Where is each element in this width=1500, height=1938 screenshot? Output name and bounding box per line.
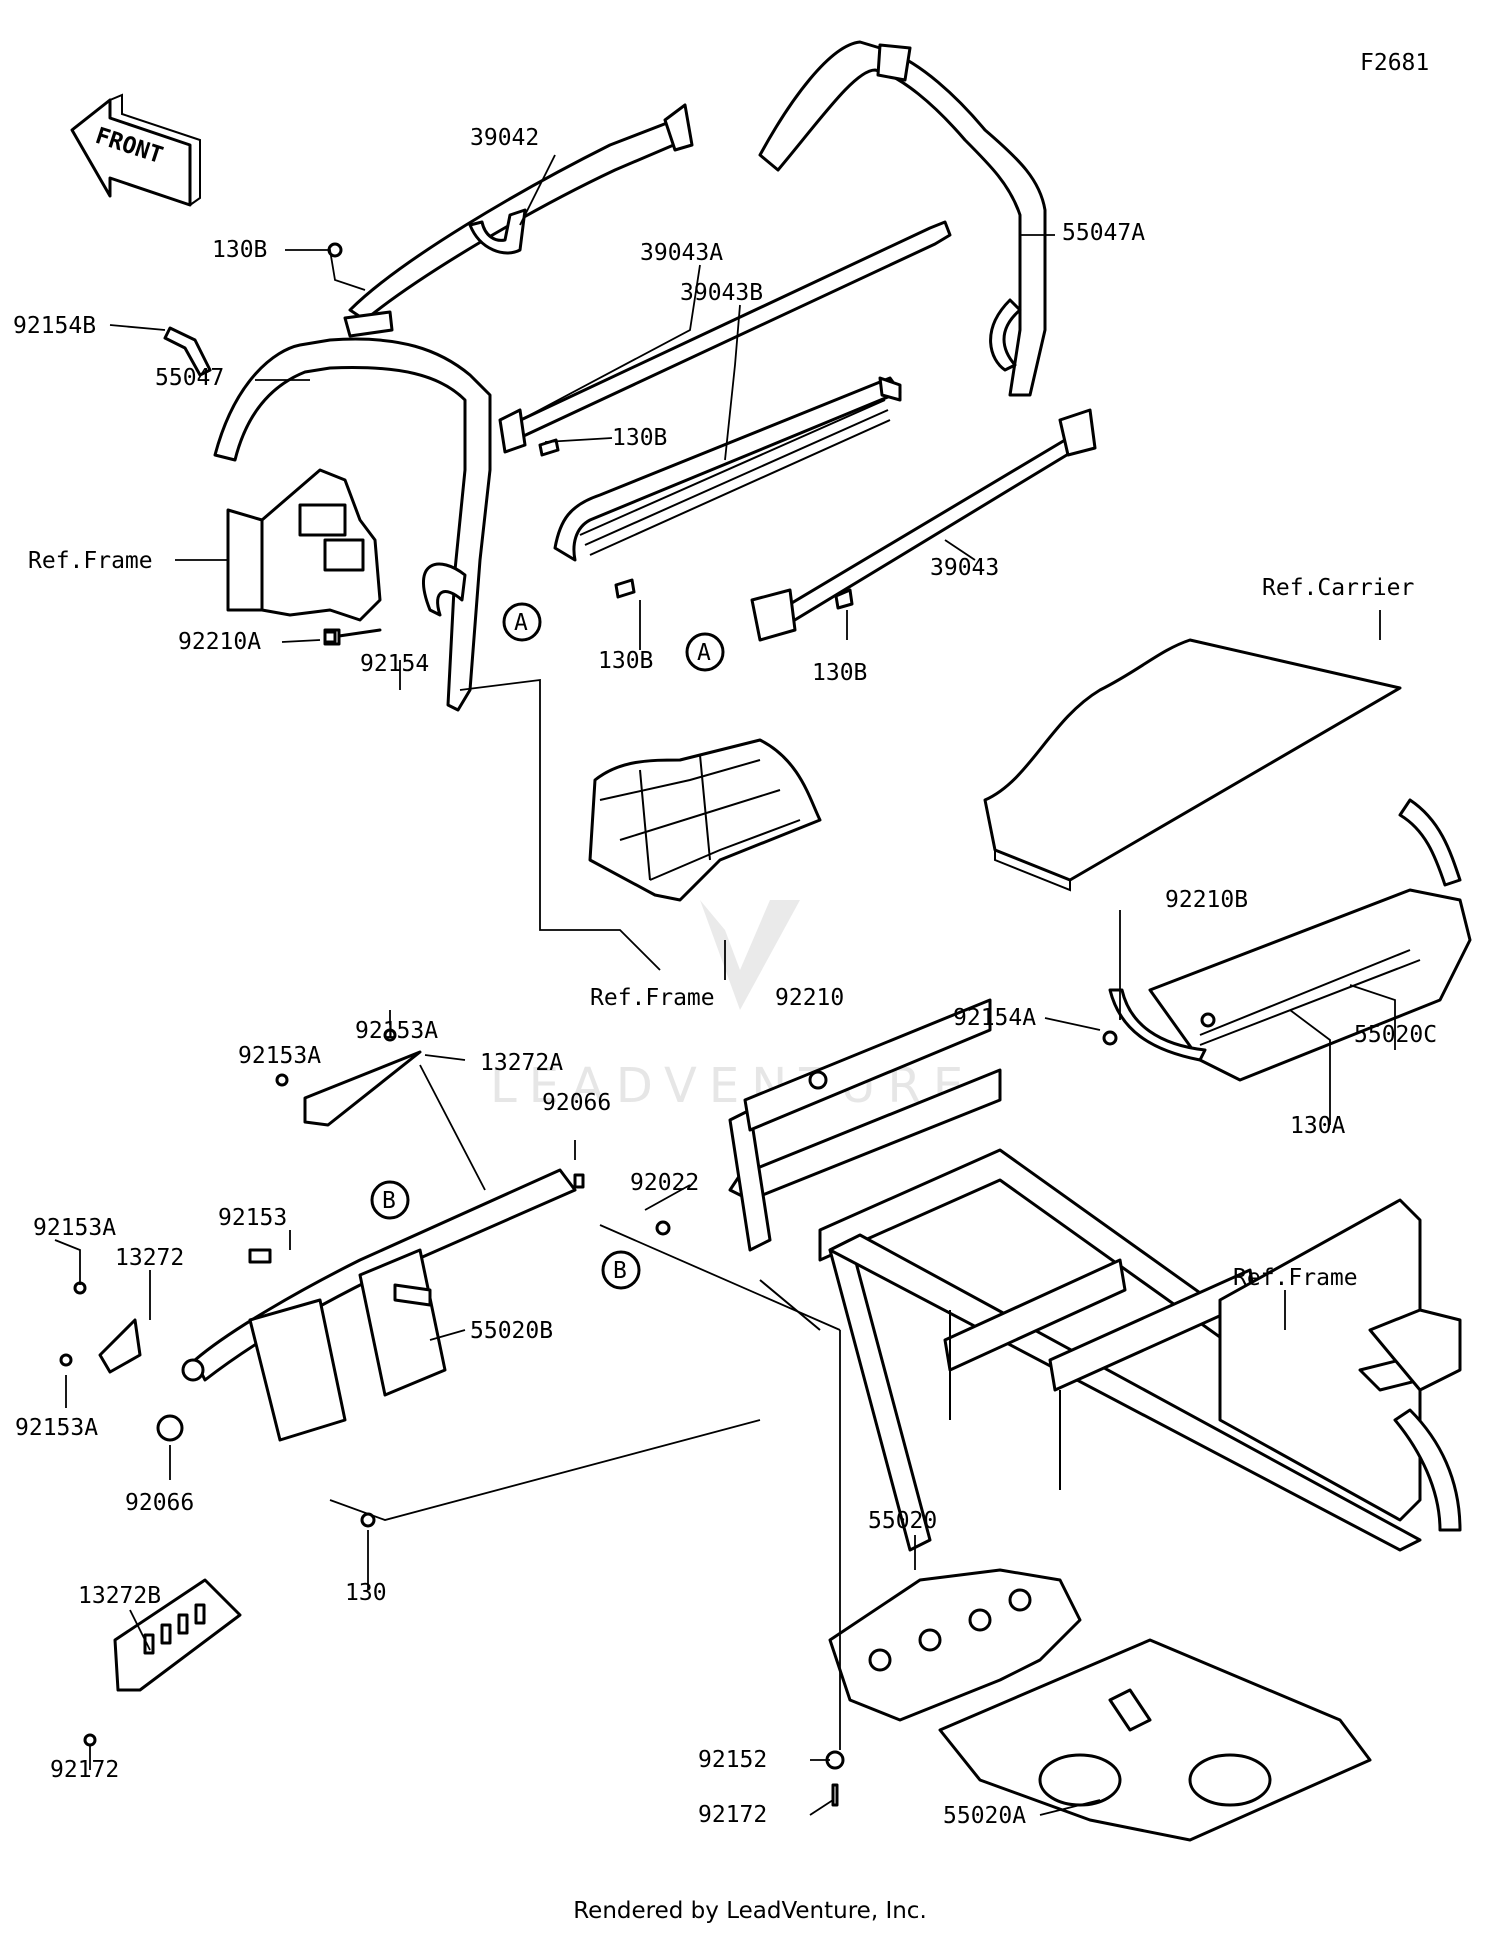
label-13272A: 13272A [480,1050,563,1076]
crossbar-39043A [498,220,952,454]
part-labels: 39042 130B 39043A 55047A 55047 39043B 92… [13,125,1437,1829]
carrier-frame-ref [588,738,822,902]
label-92154A: 92154A [953,1005,1036,1031]
label-92153A-3: 92153A [33,1215,116,1241]
label-130B-1: 130B [212,237,267,263]
label-130B-2: 130B [612,425,667,451]
label-55020: 55020 [868,1508,937,1534]
callout-a2: A [685,632,725,672]
label-13272: 13272 [115,1245,184,1271]
label-92152: 92152 [698,1747,767,1773]
label-ref-frame-3: Ref.Frame [1233,1265,1358,1291]
label-55047A: 55047A [1062,220,1145,246]
cover-13272A [303,1050,422,1127]
skid-plate-55020 [828,1568,1082,1722]
callout-b2: B [601,1250,641,1290]
main-frame-ref [728,998,1462,1552]
label-92066-2: 92066 [125,1490,194,1516]
label-92066-1: 92066 [542,1090,611,1116]
leader-lines [54,154,1396,1816]
cover-13272 [98,1318,142,1374]
label-92210A: 92210A [178,629,261,655]
label-92153A-2: 92153A [238,1043,321,1069]
label-55020A: 55020A [943,1803,1026,1829]
front-arrow-icon: FRONT [70,93,201,207]
label-130B-3: 130B [598,648,653,674]
label-ref-frame-1: Ref.Frame [28,548,153,574]
callout-b1: B [370,1180,410,1220]
label-92022: 92022 [630,1170,699,1196]
footer-credit: Rendered by LeadVenture, Inc. [573,1898,927,1924]
label-92153: 92153 [218,1205,287,1231]
label-92210B: 92210B [1165,887,1248,913]
svg-text:B: B [613,1258,627,1284]
figure-code: F2681 [1360,50,1429,76]
label-92153A-4: 92153A [15,1415,98,1441]
label-39043A: 39043A [640,240,723,266]
label-92153A-1: 92153A [355,1018,438,1044]
fasteners-top [163,242,854,646]
carrier-deck-ref [983,638,1402,892]
fasteners-lower [59,1012,1216,1807]
label-ref-frame-2: Ref.Frame [590,985,715,1011]
label-92172-2: 92172 [698,1802,767,1828]
carrier-bumper-55020C [1108,798,1472,1082]
label-130A: 130A [1290,1113,1346,1139]
label-130B-4: 130B [812,660,867,686]
crossbar-39043 [750,408,1097,642]
label-55020B: 55020B [470,1318,553,1344]
label-13272B: 13272B [78,1583,161,1609]
label-92172-1: 92172 [50,1757,119,1783]
rollbar-rear-55047A [758,40,1047,397]
label-92154: 92154 [360,651,429,677]
label-55020C: 55020C [1354,1022,1437,1048]
label-ref-carrier: Ref.Carrier [1262,575,1414,601]
bed-side-panel-39043B [553,376,902,562]
label-92210: 92210 [775,985,844,1011]
front-bumper-55020B [156,1168,577,1442]
leadventure-watermark: LEADVENTURE [490,900,963,1114]
svg-text:B: B [382,1188,396,1214]
label-92154B: 92154B [13,313,96,339]
label-39043B: 39043B [680,280,763,306]
plate-13272B [113,1578,242,1692]
svg-text:A: A [697,640,711,666]
callout-a1: A [502,602,542,642]
rollbar-front-55047 [213,337,492,712]
rollbar-upper-39042 [343,103,694,338]
label-55047: 55047 [155,365,224,391]
label-39043: 39043 [930,555,999,581]
label-130: 130 [345,1580,387,1606]
label-39042: 39042 [470,125,539,151]
svg-text:A: A [514,610,528,636]
